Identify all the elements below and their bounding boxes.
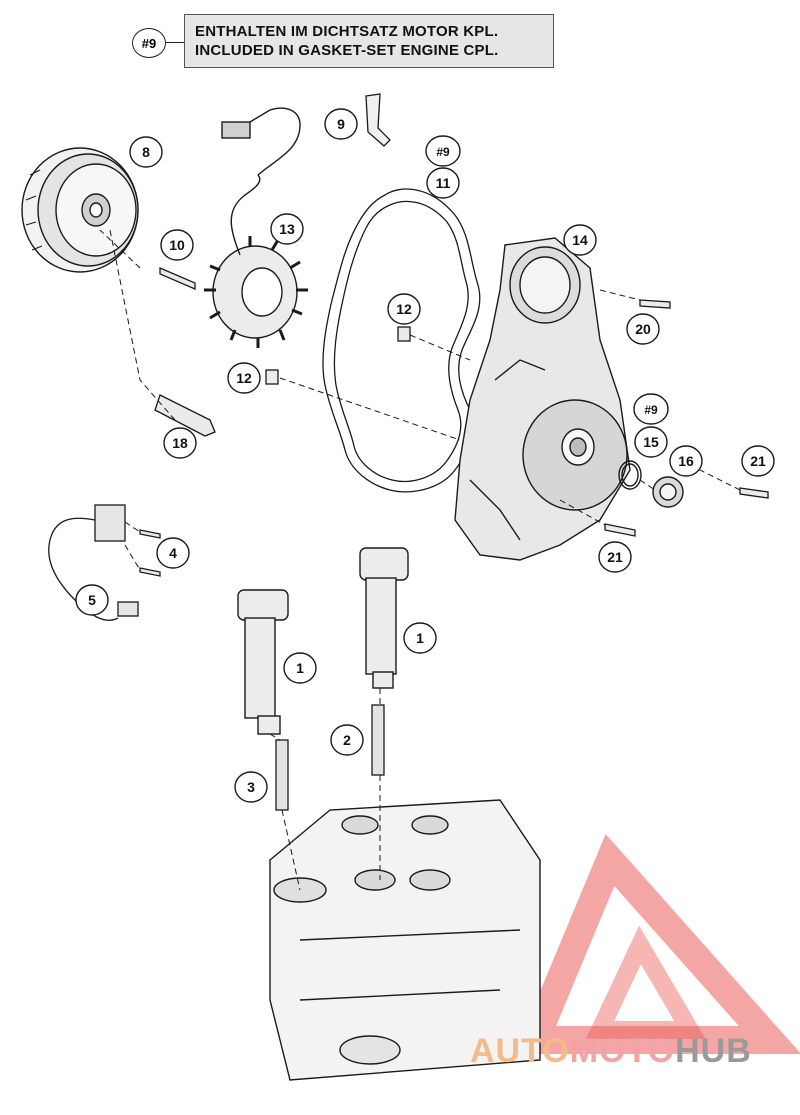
watermark-logo-icon [514,834,800,1054]
svg-text:1: 1 [416,630,424,646]
callout-5: 5 [75,584,109,616]
screws [139,267,769,577]
ignition-cover-part [454,237,631,561]
cylinder-head-part [269,799,541,1081]
svg-text:12: 12 [396,301,412,317]
callout-3: 3 [234,771,268,803]
callout-1-right: 1 [403,622,437,654]
callout-9-hash: #9 [425,135,461,167]
flywheel-rotor-part [21,147,139,273]
bracket-part [365,93,391,147]
callout-9: 9 [324,108,358,140]
legend-line-german: ENTHALTEN IM DICHTSATZ MOTOR KPL. [195,23,499,40]
stator-part [204,107,308,348]
callout-21-lower: 21 [598,541,632,573]
legend-line-english: INCLUDED IN GASKET-SET ENGINE CPL. [195,42,499,59]
svg-text:5: 5 [88,592,96,608]
svg-text:21: 21 [607,549,623,565]
callout-2: 2 [330,724,364,756]
svg-text:14: 14 [572,232,588,248]
svg-text:16: 16 [678,453,694,469]
callout-14: 14 [563,224,597,256]
callout-9-hash-2: #9 [633,393,669,425]
ignition-coil-right-part [359,547,409,689]
svg-text:#9: #9 [644,403,658,417]
callout-12-lower: 12 [227,362,261,394]
spark-plugs [275,704,385,811]
callout-1-left: 1 [283,652,317,684]
callout-12-upper: 12 [387,293,421,325]
svg-text:18: 18 [172,435,188,451]
svg-text:15: 15 [643,434,659,450]
svg-text:9: 9 [337,116,345,132]
svg-text:8: 8 [142,144,150,160]
cover-plug-part [652,476,684,508]
svg-text:11: 11 [436,175,451,191]
ignition-coil-left-part [237,589,289,735]
legend-box: ENTHALTEN IM DICHTSATZ MOTOR KPL. INCLUD… [184,14,554,68]
svg-text:20: 20 [635,321,651,337]
callout-10: 10 [160,229,194,261]
svg-text:#9: #9 [436,145,450,159]
gasket-part [322,188,481,493]
svg-text:12: 12 [236,370,252,386]
callouts: 8 9 #9 11 10 13 14 12 12 20 #9 15 16 21 … [75,108,775,803]
watermark-text: AUTOMOTOHUB [470,1032,752,1070]
svg-text:1: 1 [296,660,304,676]
callout-8: 8 [129,136,163,168]
svg-text:3: 3 [247,779,255,795]
legend-connector-line [166,42,184,43]
callout-20: 20 [626,313,660,345]
callout-11: 11 [426,167,460,199]
callout-15: 15 [634,426,668,458]
legend-tag: #9 [132,28,166,58]
svg-text:10: 10 [169,237,185,253]
svg-text:4: 4 [169,545,177,561]
callout-18: 18 [163,427,197,459]
svg-text:2: 2 [343,732,351,748]
callout-16: 16 [669,445,703,477]
callout-21-right: 21 [741,445,775,477]
leader-lines [99,229,741,891]
sensor-part [48,504,139,621]
callout-13: 13 [270,213,304,245]
o-ring-part [618,460,642,490]
svg-text:13: 13 [279,221,295,237]
callout-4: 4 [156,537,190,569]
svg-text:21: 21 [750,453,766,469]
